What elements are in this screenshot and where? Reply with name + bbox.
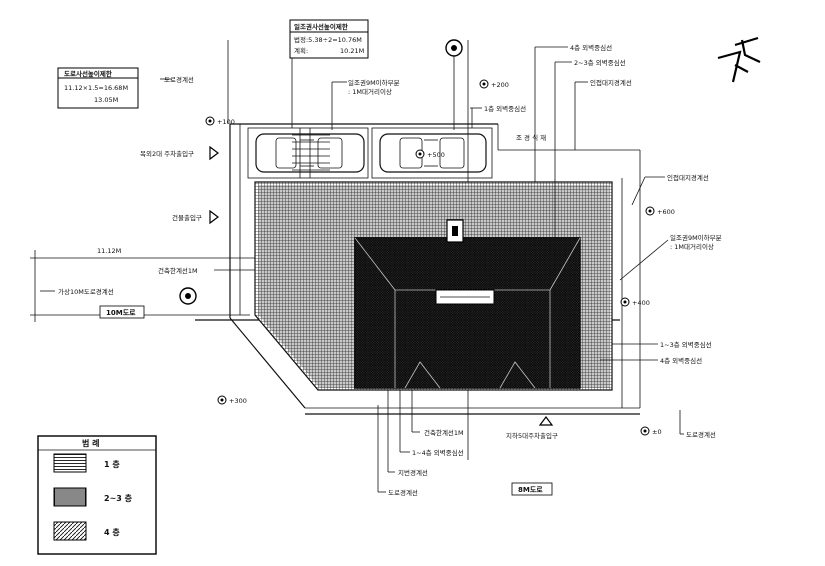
wall-4f-label: 4층 외벽중심선 [570,43,612,52]
sunlight-note-label: : 1M대거리이상 [670,242,714,251]
benchmark-symbol [445,39,463,130]
entrance-arrow-icon [209,209,219,225]
easement-line-label: 지번경계선 [398,468,428,477]
benchmark-symbol [179,287,197,305]
svg-text:법정:5.38÷2=10.76M: 법정:5.38÷2=10.76M [294,35,362,44]
sunlight-note-label: : 1M대거리이상 [348,87,392,96]
setback-label: 건축한계선1M [158,266,198,275]
svg-text:+200: +200 [491,81,509,89]
svg-text:일조권사선높이제한: 일조권사선높이제한 [294,22,348,31]
legend: 범 례 1 층 2~3 층 4 층 [37,435,157,555]
underground-entrance-label: 지하5대주차출입구 [506,431,558,440]
svg-text:4 층: 4 층 [104,527,120,537]
svg-text:+400: +400 [632,299,650,307]
svg-text:+300: +300 [229,397,247,405]
road-10m-label: 10M도로 [106,309,136,317]
road-boundary-label: 도로경계선 [686,430,716,439]
entrance-arrow-icon [209,145,219,161]
sunlight-note-label: 일조권9M이하부분 [348,78,400,87]
wall-1-3f-label: 1~3층 외벽중심선 [660,340,712,349]
road-8m-label: 8M도로 [518,486,543,494]
parking-area [247,127,493,179]
svg-text:계획:: 계획: [294,46,308,55]
ramp-hatch [292,134,330,171]
sunlight-note-label: 일조권9M이하부분 [670,233,722,242]
wall-1-4f-label: 1~4층 외벽중심선 [412,448,464,457]
level-marker: ±0 [640,426,662,436]
car-entrance-label: 목외2대 주차출입구 [140,149,194,158]
svg-text:+500: +500 [427,151,445,159]
level-marker: +200 [479,79,509,89]
svg-text:±0: ±0 [652,428,662,436]
level-marker: +400 [620,297,650,307]
level-marker: +300 [217,395,247,405]
legend-item-2-3f: 2~3 층 [53,487,133,507]
north-arrow-icon [717,36,761,83]
dimension-label: 11.12M [97,247,121,255]
landscape-label: 조 경 식 재 [516,133,546,142]
road-boundary-label: 도로경계선 [388,488,418,497]
svg-text:2~3 층: 2~3 층 [104,493,133,503]
virtual-road-label: 가상10M도로경계선 [58,287,114,296]
svg-text:1 층: 1 층 [104,459,120,469]
svg-text:+100: +100 [217,118,235,126]
leader-lines [40,46,684,493]
level-marker: +600 [645,206,675,216]
adjacent-boundary-label: 인접대지경계선 [667,173,709,182]
legend-item-4f: 4 층 [53,521,120,541]
legend-item-1f: 1 층 [53,453,120,473]
level-marker: +100 [205,116,235,126]
legend-title: 범 례 [82,438,100,448]
svg-text:도로사선높이제한: 도로사선높이제한 [64,69,112,78]
floor-4-grid [355,238,580,388]
wall-1f-label: 1층 외벽중심선 [484,104,526,113]
svg-text:10.21M: 10.21M [340,47,364,55]
wall-2-3f-label: 2~3층 외벽중심선 [574,58,626,67]
svg-text:+600: +600 [657,208,675,216]
adjacent-boundary-label: 인접대지경계선 [590,78,632,87]
wall-4f-label: 4층 외벽중심선 [660,356,702,365]
car-icon [379,133,487,173]
adjacent-slope-limit-box: 일조권사선높이제한 법정:5.38÷2=10.76M 계획: 10.21M [289,19,369,128]
svg-text:11.12×1.5=16.68M: 11.12×1.5=16.68M [64,84,128,92]
level-markers: +100 +200 +500 +600 +400 +300 ±0 [205,79,675,436]
road-slope-limit-box: 도로사선높이제한 11.12×1.5=16.68M 13.05M [57,67,139,109]
entrance-arrow-icon [538,416,554,426]
road-boundary-label: 도로경계선 [164,75,194,84]
setback-label: 건축한계선1M [424,428,464,437]
svg-text:13.05M: 13.05M [94,96,118,104]
car-icon [255,133,365,173]
level-marker: +500 [415,149,445,159]
building-entrance-label: 건물출입구 [172,213,202,222]
